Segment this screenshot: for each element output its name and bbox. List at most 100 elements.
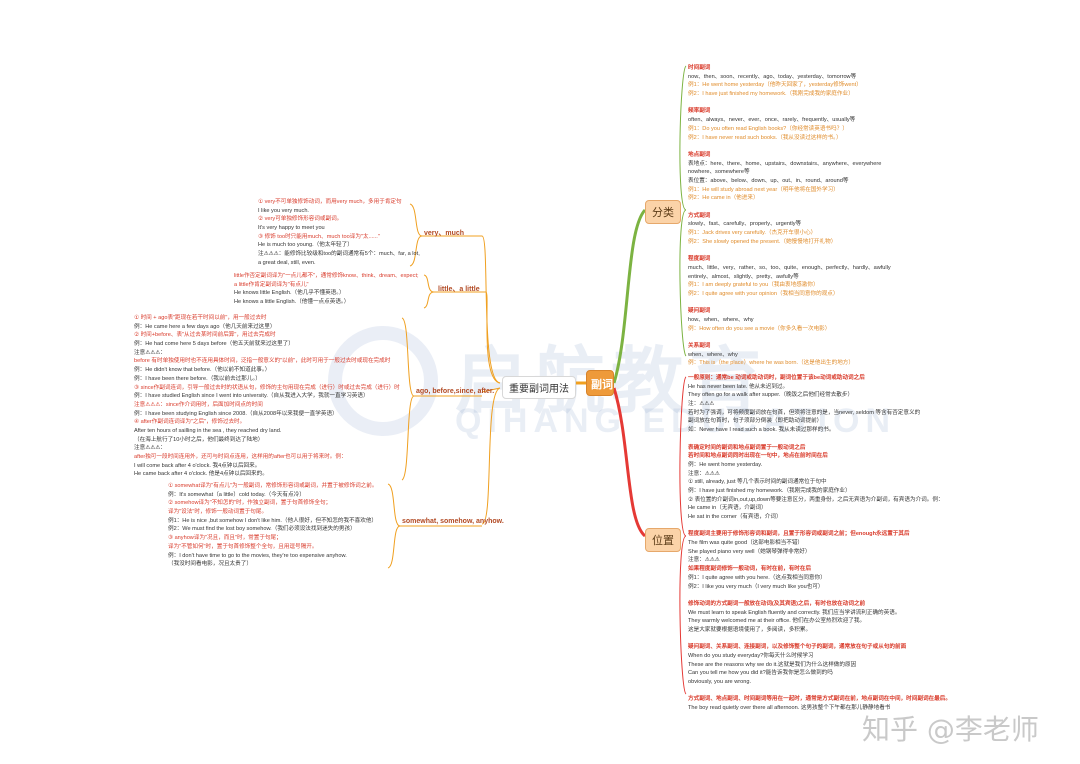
note-line: 例2：I have just finished my homework.（我刚完… bbox=[688, 91, 854, 98]
note-line: ① 时间 + ago表"距现在若干时间以前"，用一般过去时 bbox=[134, 315, 267, 321]
note-line: The film was quite good（这部电影相当不错） bbox=[688, 540, 804, 547]
note-line: He knows little English.（他几乎不懂英语。） bbox=[234, 290, 345, 297]
note-line bbox=[688, 203, 891, 212]
note-line: now、then、soon、recently、ago、today、yesterd… bbox=[688, 73, 857, 80]
central-node[interactable]: 副词 bbox=[586, 370, 614, 396]
note-line: 译为"不管如何"时，置于句首修饰整个全句，且用逗号隔开。 bbox=[168, 543, 318, 550]
bracket-classify bbox=[679, 65, 687, 357]
branch-node-classify[interactable]: 分类 bbox=[645, 200, 681, 224]
bracket-somewhat bbox=[387, 483, 401, 569]
note-line: 注：⚠⚠⚠ bbox=[688, 401, 715, 408]
topic-label-very-much[interactable]: very、much bbox=[424, 230, 465, 237]
branch-node-important-usage[interactable]: 重要副词用法 bbox=[502, 376, 576, 399]
note-line: 例：This is（the place）where he was born.（这… bbox=[688, 360, 854, 367]
note-line: 例1：He went home yesterday（他昨天回家了，yesterd… bbox=[688, 82, 862, 89]
note-line: ③ anyhow译为"况且，而且"时，常置于句尾； bbox=[168, 535, 282, 542]
note-line bbox=[688, 591, 951, 600]
note-line: 表地点：here、there、home、upstairs、downstairs、… bbox=[688, 160, 882, 167]
note-line: When do you study everyday?你每天什么时候学习 bbox=[688, 653, 814, 659]
note-line: ② very可单独修饰形容词或副词。 bbox=[258, 216, 343, 223]
bracket-little bbox=[423, 274, 435, 309]
note-line bbox=[688, 522, 951, 531]
classify-notes: 时间副词 now、then、soon、recently、ago、today、yes… bbox=[688, 64, 891, 368]
note-line: 副词放在句首时，句子须部分倒装（即把助动词提前） bbox=[688, 418, 823, 425]
note-line: （我没时间看电影，况且太贵了） bbox=[168, 561, 252, 568]
link-ago bbox=[481, 387, 501, 393]
note-line: 这是大家就要根据语境使用了，多阅读，多积累。 bbox=[688, 626, 812, 633]
note-line: He sat in the corner（有宾语，介词） bbox=[688, 514, 782, 520]
note-line: He came in（无宾语，介副词） bbox=[688, 505, 767, 512]
note-line: ② 表位置的介副词in,out,up,down等要注意区分，两重身份，之后无宾语… bbox=[688, 496, 944, 503]
note-line: entirely、almost、slightly、pretty、awfully等 bbox=[688, 273, 799, 280]
note-line: After ten hours of sailling in the sea ,… bbox=[134, 427, 282, 434]
note-line: 若时为了强调，可将频度副词放在句首，但须将注意的是，当never, seldom… bbox=[688, 409, 921, 416]
note-line bbox=[688, 333, 891, 342]
note-line: He knows a little English.（他懂一点点英语。） bbox=[234, 299, 350, 306]
note-line: 注⚠⚠⚠：能修饰比较级和too的副词通常有5个：much、far, a lot, bbox=[258, 251, 420, 258]
note-line: slowly、fast、carefully、properly、urgently等 bbox=[688, 221, 802, 228]
note-line: 关系副词 bbox=[688, 343, 711, 349]
note-line: 例1：He is nice ,but somehow I don't like … bbox=[168, 517, 378, 524]
bracket-ago bbox=[401, 317, 415, 481]
note-line: ① somewhat译为"有点儿"为一般副词，常修饰形容词或副词，并置于被修饰词… bbox=[168, 483, 378, 489]
note-line: She played piano very well（她钢琴弹得非常好） bbox=[688, 548, 811, 555]
note-line: Can you tell me how you did it?能告诉我你是怎么做… bbox=[688, 670, 833, 677]
note-line: 注意⚠⚠⚠：since作介词用时，后面加时间点的时间 bbox=[134, 401, 263, 408]
note-line: 例：I have just finished my homework.（我刚完成… bbox=[688, 487, 851, 494]
note-line: ③ since作副词连词，引导一般过去时的状语从句，修饰的主句用现在完成（进行）… bbox=[134, 384, 400, 391]
note-line: 如：Never have I read such a book. 我从未读过那样… bbox=[688, 427, 835, 434]
note-line: ④ after作副词连词译为"之后"，修饰过去时。 bbox=[134, 419, 246, 426]
note-line: 译为"设法"时，修饰一般动词置于句尾。 bbox=[168, 509, 268, 516]
note-line: 方式副词 bbox=[688, 212, 711, 219]
note-line bbox=[688, 635, 951, 644]
note-line: 频率副词 bbox=[688, 108, 711, 115]
note-line: 例：How often do you see a movie（你多久看一次电影） bbox=[688, 325, 831, 332]
note-line: ① very不可单独修饰动词，而用very much，多用于肯定句 bbox=[258, 199, 402, 205]
note-line: little作否定副词译为"一点儿都不"，通常修饰know、think、drea… bbox=[234, 273, 419, 279]
branch-line-classify bbox=[612, 208, 647, 384]
position-notes: 一般原则：通常be 动词或助动词时，副词位置于该be动词或助动词之后 He has… bbox=[688, 374, 951, 713]
note-line: 例1：I am deeply grateful to you（我由衷地感激你） bbox=[688, 282, 819, 289]
note-line: He is much too young.（他太年轻了） bbox=[258, 242, 353, 249]
note-line: 例2：I have never read such books.（我从没读过这样… bbox=[688, 134, 842, 141]
bracket-position bbox=[679, 376, 687, 695]
note-line: 表位置：above、below、down、up、out、in、round、aro… bbox=[688, 177, 849, 184]
note-line: ② somehow译为"不知怎的"时，作独立副词，置于句首修饰全句； bbox=[168, 500, 332, 507]
note-line: 时间副词 bbox=[688, 65, 711, 71]
note-line: 例2：We must find the lost boy somehow.（我们… bbox=[168, 526, 356, 533]
note-line: 例2：I quite agree with your opinion（我相当同意… bbox=[688, 290, 839, 297]
note-line: ② 时间+before、表"从过去某时间前后算"，用过去完成时 bbox=[134, 332, 276, 339]
note-line: 注意⚠⚠⚠： bbox=[134, 349, 166, 356]
note-line: obviously, you are wrong. bbox=[688, 679, 752, 686]
note-line: The boy read quietly over there all afte… bbox=[688, 705, 891, 712]
note-line: 一般原则：通常be 动词或助动词时，副词位置于该be动词或助动词之后 bbox=[688, 375, 865, 381]
topic-label-somewhat[interactable]: somewhat, somehow, anyhow. bbox=[402, 518, 504, 525]
note-line: They warmly welcomed me at their office.… bbox=[688, 618, 866, 625]
little-notes: little作否定副词译为"一点儿都不"，通常修饰know、think、drea… bbox=[234, 272, 419, 307]
topic-label-ago-before[interactable]: ago, before,since, after. bbox=[416, 388, 495, 395]
note-line: 例1：Do you often read English books?（你经常读… bbox=[688, 125, 848, 132]
note-line: a great deal, still, even. bbox=[258, 259, 316, 266]
note-line: 如果程度副词修饰一般动词，有时在前，有时在后 bbox=[688, 566, 812, 573]
note-line: after独可一段时间连用外，还可与时间点连用，这样用的after也可以用于将来… bbox=[134, 454, 347, 460]
note-line: He has never been late. 他从未迟到过。 bbox=[688, 383, 789, 390]
branch-node-position[interactable]: 位置 bbox=[645, 528, 681, 552]
note-line: 方式副词、地点副词、时间副词等用在一起时，通常是方式副词在前，地点副词在中间，时… bbox=[688, 696, 951, 703]
note-line: often、always、never、ever、once、rarely、freq… bbox=[688, 117, 856, 124]
note-line: 例：I don't have time to go to the movies,… bbox=[168, 552, 347, 559]
link-somewhat bbox=[481, 387, 501, 525]
note-line bbox=[688, 99, 891, 108]
link-little bbox=[485, 291, 501, 384]
topic-label-little[interactable]: little、a little bbox=[438, 286, 480, 293]
watermark-text-en: QIHANG EDUCATION bbox=[455, 402, 897, 440]
note-line: much、little、very、rather、so、too、quite、eno… bbox=[688, 264, 891, 271]
branch-line-position bbox=[612, 387, 647, 538]
note-line: 表确定时间的副词和地点副词置于一般动词之后 bbox=[688, 444, 806, 451]
note-line: 例1：He will study abroad next year（明年他将在国… bbox=[688, 186, 839, 193]
note-line: 修饰动词的方式副词一般放在动词(及其宾语)之后，有时也放在动词之前 bbox=[688, 600, 866, 607]
note-line: （在海上航行了10小时之后，他们最终到达了陆地） bbox=[134, 436, 264, 443]
note-line: when、where、why bbox=[688, 351, 738, 358]
